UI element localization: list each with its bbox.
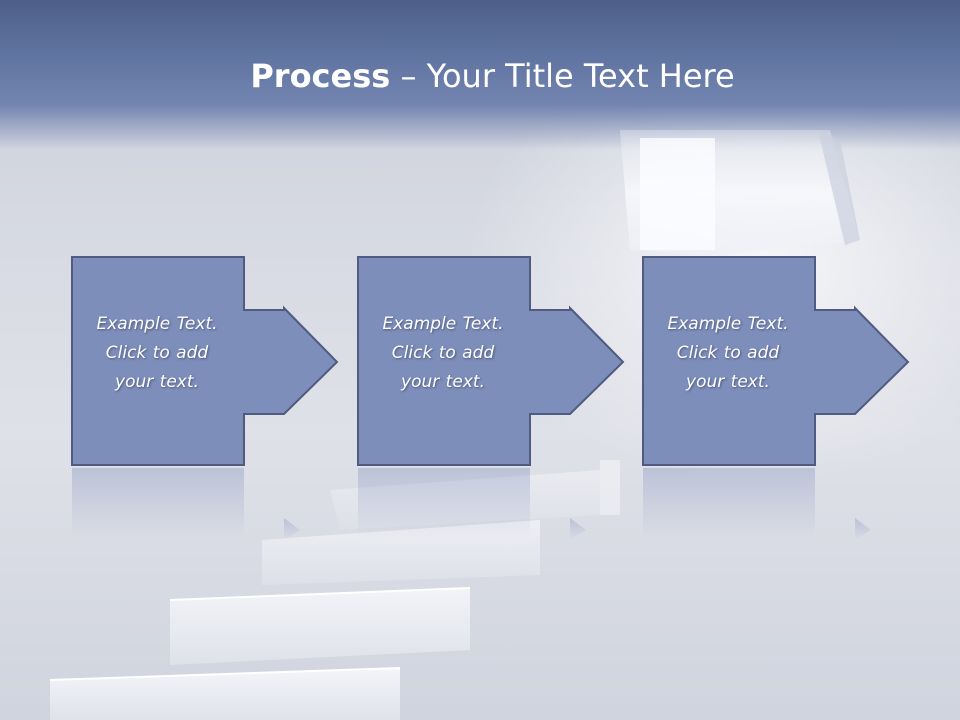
step-text-line: your text.: [686, 372, 770, 392]
step-text-line: your text.: [401, 372, 485, 392]
step-text[interactable]: Example Text. Click to add your text.: [71, 310, 243, 397]
step-text-line: Example Text.: [96, 314, 218, 334]
step-text-line: Example Text.: [667, 314, 789, 334]
process-step-2[interactable]: Example Text. Click to add your text.: [357, 256, 625, 466]
step-text-line: Click to add: [676, 343, 780, 363]
process-step-3[interactable]: Example Text. Click to add your text.: [642, 256, 910, 466]
title-bold: Process: [250, 57, 391, 95]
step-text-line: your text.: [115, 372, 199, 392]
step-text-line: Click to add: [105, 343, 209, 363]
step-text-line: Example Text.: [382, 314, 504, 334]
arrow-box-shape: [357, 256, 625, 466]
process-step-1[interactable]: Example Text. Click to add your text.: [71, 256, 339, 466]
arrow-box-shape: [642, 256, 910, 466]
step-text-line: Click to add: [391, 343, 495, 363]
step-text[interactable]: Example Text. Click to add your text.: [642, 310, 814, 397]
step-text[interactable]: Example Text. Click to add your text.: [357, 310, 529, 397]
arrow-box-shape: [71, 256, 339, 466]
page-title[interactable]: Process – Your Title Text Here: [0, 54, 960, 98]
title-band: [0, 0, 960, 150]
title-rest: – Your Title Text Here: [390, 57, 735, 95]
